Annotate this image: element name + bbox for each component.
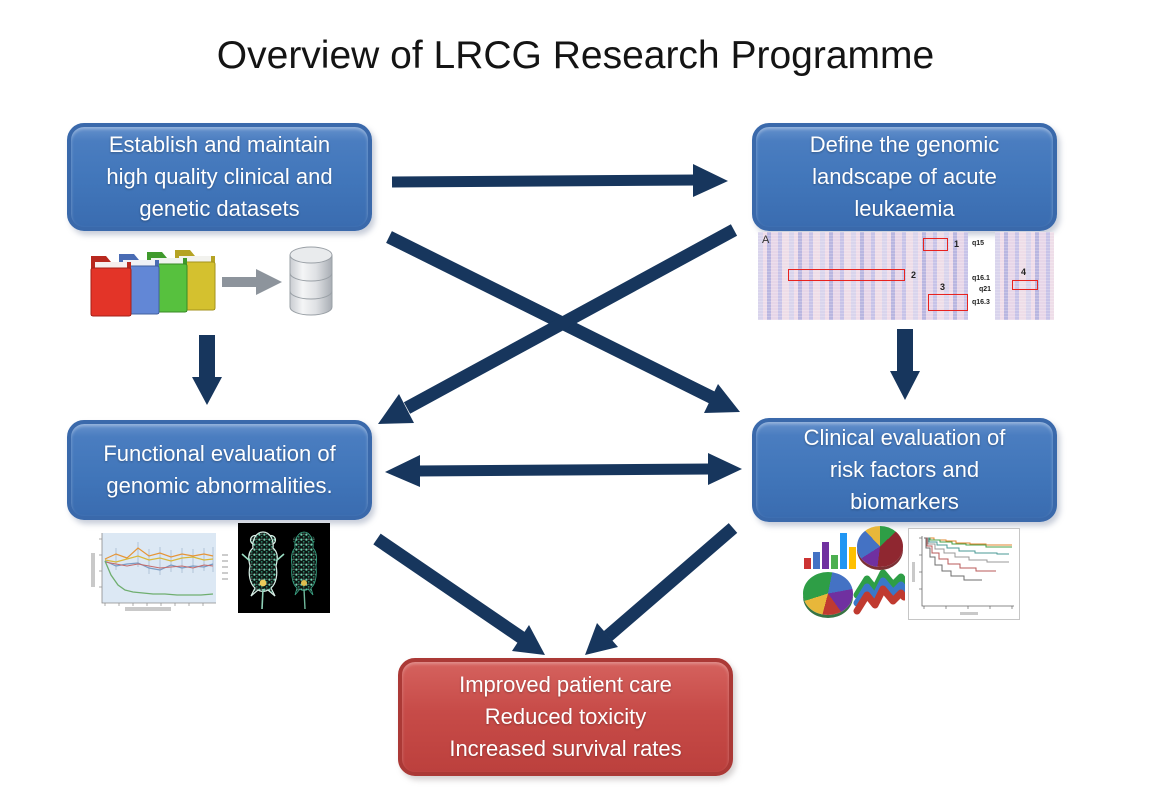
survival-curves-figure: [908, 528, 1020, 620]
heatmap-right-panel: [995, 232, 1054, 320]
arrow-datasets-to-clinical: [386, 231, 740, 413]
node-patient-outcomes: Improved patient care Reduced toxicity I…: [398, 658, 733, 776]
arrow-datasets-to-genomic: [391, 164, 728, 197]
node-functional-evaluation: Functional evaluation of genomic abnorma…: [67, 420, 372, 520]
node-genomic-landscape: Define the genomic landscape of acute le…: [752, 123, 1057, 231]
arrow-functional-clinical-bidirectional: [385, 453, 742, 487]
mouse-left-icon: [241, 531, 285, 610]
node-clinical-evaluation-label: Clinical evaluation of risk factors and …: [803, 425, 1006, 514]
arrow-functional-to-outcomes: [373, 533, 545, 655]
node-genomic-landscape-label: Define the genomic landscape of acute le…: [809, 132, 1000, 221]
heatmap-highlight-2: [788, 269, 905, 281]
heatmap-band-label: q21: [979, 286, 992, 293]
pie-chart-icon: [803, 572, 853, 615]
heatmap-band-label: q16.3: [972, 299, 990, 306]
node-establish-datasets-label: Establish and maintain high quality clin…: [106, 132, 333, 221]
area-chart-icon: [853, 569, 905, 615]
heatmap-region-number: 3: [940, 282, 946, 292]
folder-red-icon: [90, 256, 132, 317]
legend-marks: [222, 554, 228, 580]
mouse-imaging-figure: [238, 523, 330, 613]
heatmap-highlight-1: [923, 238, 948, 251]
x-axis-label-blur: [960, 612, 978, 615]
arrow-genomic-to-functional: [378, 224, 738, 424]
heatmap-highlight-4: [1012, 280, 1038, 290]
bar-chart-icon: [804, 533, 856, 569]
axis-ticks: [919, 537, 1013, 609]
heatmap-panel-letter: A: [762, 234, 770, 246]
axis-ticks: [99, 538, 204, 606]
heatmap-region-number: 2: [911, 270, 917, 280]
y-axis-label-blur: [912, 562, 915, 582]
heatmap-region-number: 4: [1021, 267, 1027, 277]
heatmap-region-number: 1: [954, 239, 960, 249]
heatmap-band-label: q15: [972, 240, 985, 247]
y-axis-label-blur: [91, 553, 95, 587]
page-title: Overview of LRCG Research Programme: [216, 34, 935, 77]
heatmap-left-panel: [758, 232, 968, 320]
arrow-heatmap-down-icon: [890, 329, 920, 400]
x-axis-label-blur: [125, 607, 171, 611]
arrow-clinical-to-outcomes: [585, 523, 738, 655]
pie-chart-icon: [857, 526, 903, 567]
node-functional-evaluation-label: Functional evaluation of genomic abnorma…: [103, 441, 336, 498]
cell-response-chart-figure: [85, 527, 233, 619]
mouse-right-icon: [291, 531, 317, 610]
node-patient-outcomes-label: Improved patient care Reduced toxicity I…: [449, 672, 682, 761]
node-establish-datasets: Establish and maintain high quality clin…: [67, 123, 372, 231]
arrow-datasets-down-icon: [192, 335, 222, 405]
database-icon: [289, 246, 333, 316]
heatmap-band-label: q16.1: [972, 275, 990, 282]
genomic-heatmap-figure: A 1 2 3 4 q15 q16.1 q21 q16.3: [758, 232, 1054, 320]
survival-curves: [924, 537, 1012, 581]
node-clinical-evaluation: Clinical evaluation of risk factors and …: [752, 418, 1057, 522]
heatmap-highlight-3: [928, 294, 968, 311]
transfer-arrow-icon: [222, 269, 282, 295]
statistics-clipart-figure: [803, 525, 905, 617]
folders-to-database-icon: [88, 236, 335, 328]
